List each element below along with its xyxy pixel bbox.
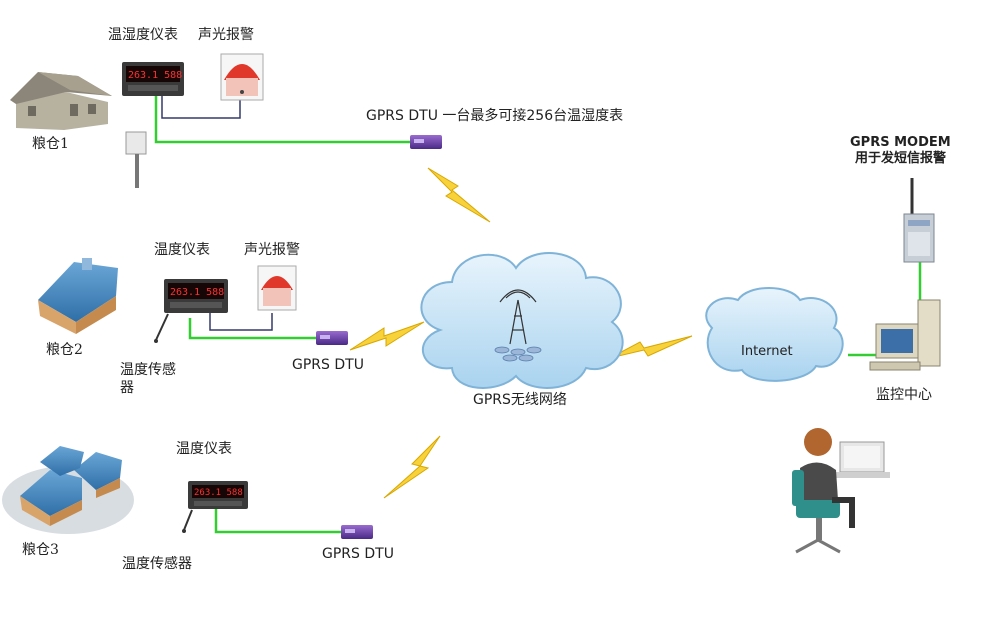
meter-1-icon: 263.1 588 — [122, 62, 184, 96]
lightning-3-icon — [383, 435, 441, 499]
gprs-dtu-1-icon — [410, 135, 442, 149]
lightning-2-icon — [349, 321, 425, 351]
alarm-2-icon — [257, 265, 297, 311]
granary-2-house-icon — [38, 258, 118, 334]
internet-cloud-icon — [705, 287, 844, 382]
modem-subtitle: 用于发短信报警 — [855, 151, 947, 166]
granary-1-house-icon — [10, 72, 112, 130]
alarm1-wire — [161, 96, 241, 119]
temperature-sensor-3-icon — [182, 509, 193, 533]
svg-text:263.1 588: 263.1 588 — [170, 287, 224, 298]
modem-title: GPRS MODEM — [850, 135, 951, 150]
internet-label: Internet — [741, 344, 793, 359]
dtu-3-label: GPRS DTU — [322, 546, 394, 562]
humidity-sensor-icon — [125, 131, 147, 188]
svg-text:263.1 588: 263.1 588 — [128, 70, 182, 81]
granary-3-label: 粮仓3 — [22, 542, 59, 558]
svg-text:263.1 588: 263.1 588 — [194, 488, 243, 498]
lightning-4-icon — [609, 335, 693, 359]
cell-tower-icon — [499, 289, 537, 345]
temperature-sensor-2-icon — [154, 313, 169, 343]
wire-granary3-dtu — [214, 507, 343, 534]
alarm-1-icon — [220, 53, 264, 101]
gprs-dtu-2-icon — [316, 331, 348, 345]
dtu-1-label: GPRS DTU 一台最多可接256台温湿度表 — [366, 108, 624, 124]
connection-lines — [154, 88, 922, 534]
meter-3-icon: 263.1 588 — [188, 481, 248, 509]
lightning-1-icon — [427, 167, 491, 223]
granary-1-label: 粮仓1 — [32, 136, 69, 152]
alarm-1-label: 声光报警 — [198, 27, 254, 43]
sensor-3-label: 温度传感器 — [122, 556, 192, 572]
operator-person-icon — [792, 428, 890, 554]
meter-3-label: 温度仪表 — [176, 441, 232, 457]
gprs-cloud-icon — [420, 252, 624, 389]
lightning-bolts — [349, 167, 693, 499]
dtu-2-label: GPRS DTU — [292, 357, 364, 373]
granary-2-label: 粮仓2 — [46, 342, 83, 358]
monitoring-pc-icon — [869, 299, 941, 371]
gprs-modem-icon — [903, 178, 935, 263]
wire-granary2-dtu — [188, 318, 318, 340]
alarm-2-label: 声光报警 — [244, 242, 300, 258]
wire-granary1-dtu — [154, 88, 412, 144]
monitoring-center-label: 监控中心 — [876, 387, 932, 403]
meter-1-label: 温湿度仪表 — [108, 27, 178, 43]
meter-2-label: 温度仪表 — [154, 242, 210, 258]
gprs-network-label: GPRS无线网络 — [473, 392, 567, 408]
gprs-dtu-3-icon — [341, 525, 373, 539]
meter-2-icon: 263.1 588 — [164, 279, 228, 313]
sensor-2-label-line1: 温度传感 — [120, 362, 176, 378]
sensor-2-label-line2: 器 — [120, 380, 134, 396]
granary-3-house-icon — [2, 446, 134, 534]
alarm2-wire — [209, 312, 273, 331]
